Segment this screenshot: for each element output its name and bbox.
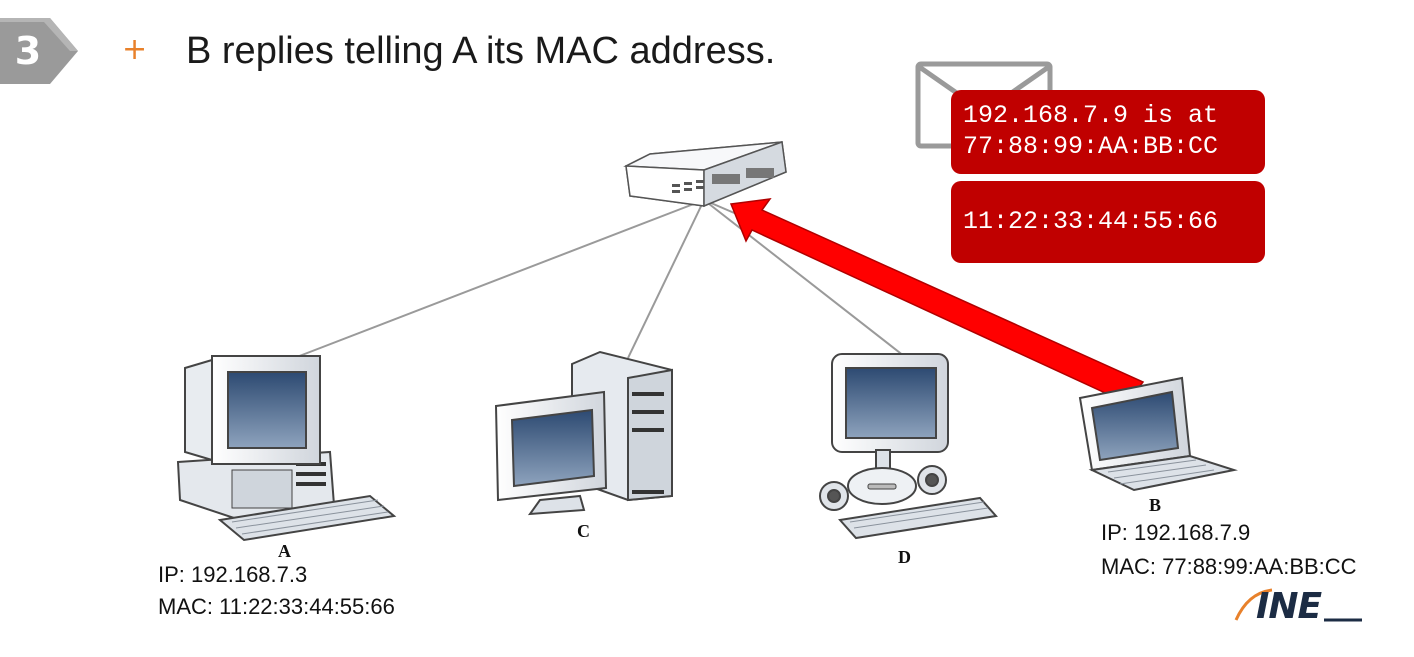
node-label-a: A [278, 541, 291, 561]
step-number: 3 [14, 29, 42, 73]
slide-title: B replies telling A its MAC address. [186, 30, 776, 72]
host-a-mac: MAC: 11:22:33:44:55:66 [158, 594, 395, 619]
host-a-ip: IP: 192.168.7.3 [158, 562, 308, 587]
reply-arrow-shape [729, 198, 1145, 404]
computer-c-icon [494, 350, 673, 516]
link-switch-a [288, 199, 705, 361]
host-b-mac: MAC: 77:88:99:AA:BB:CC [1101, 554, 1357, 579]
computer-a-icon [176, 355, 397, 542]
bullet-plus: + [122, 32, 148, 67]
laptop-b-icon [1078, 376, 1238, 492]
destination-mac-packet: 11:22:33:44:55:66 [951, 181, 1265, 263]
ine-logo: INE [1232, 586, 1382, 636]
reply-arrow [729, 198, 1145, 404]
node-label-c: C [577, 521, 590, 541]
step-badge-shape [0, 18, 78, 84]
link-switch-d [703, 199, 905, 357]
ine-logo-text: INE [1256, 586, 1322, 627]
ine-logo-swoosh [1234, 588, 1362, 622]
node-label-d: D [898, 547, 911, 567]
host-b-ip: IP: 192.168.7.9 [1101, 520, 1251, 545]
computer-d-icon [819, 353, 998, 540]
step-badge: 3 [0, 18, 78, 84]
arp-reply-packet: 192.168.7.9 is at 77:88:99:AA:BB:CC [951, 90, 1265, 174]
link-switch-c [627, 199, 705, 359]
node-label-b: B [1149, 495, 1162, 515]
switch-icon [623, 140, 787, 208]
